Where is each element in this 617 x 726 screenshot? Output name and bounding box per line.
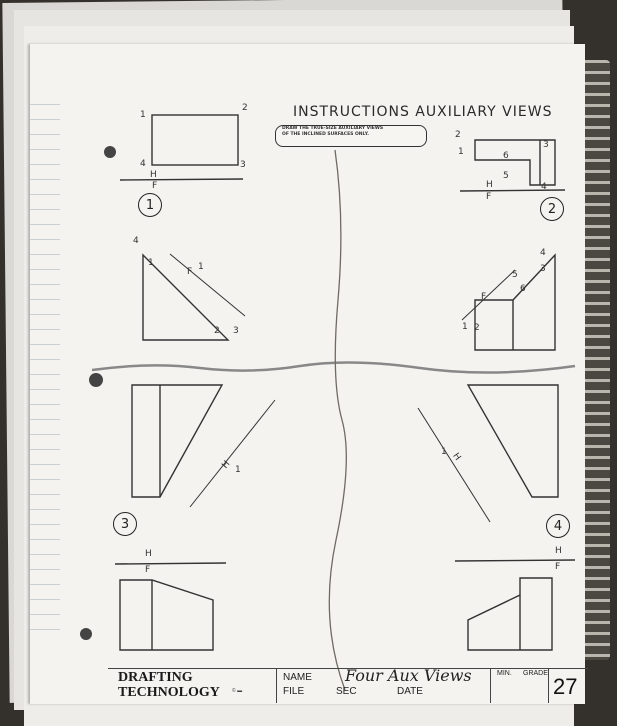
name-label: NAME (283, 672, 312, 683)
drawing-canvas (80, 114, 576, 691)
p4-label-h: H (555, 546, 562, 556)
p2-label-4: 4 (541, 182, 547, 192)
p1-label-2: 2 (242, 103, 248, 113)
p1-label-3: 3 (240, 160, 246, 170)
grade-label: GRADE (523, 670, 548, 677)
worksheet-page (30, 44, 585, 704)
p3-aux-fold-line (189, 399, 276, 508)
p2-label-5: 5 (503, 171, 509, 181)
file-label: FILE (283, 686, 305, 697)
p2-label-2: 2 (455, 130, 461, 140)
instructions-text: DRAW THE TRUE-SIZE AUXILIARY VIEWS OF TH… (282, 126, 383, 138)
sheet-number: 27 (553, 674, 578, 699)
vertical-fold-line (328, 149, 347, 691)
p4-front-view (466, 384, 559, 498)
p4-label-f: F (555, 562, 561, 572)
p2-aux-label-4: 4 (540, 248, 546, 258)
instructions-box (275, 125, 427, 147)
p2-aux-fold-line (461, 269, 516, 321)
p1-aux-label-1: 1 (148, 258, 154, 268)
problem-2-number: 2 (540, 197, 564, 221)
p1-aux-label-2: 2 (214, 326, 220, 336)
p1-top-view (151, 114, 239, 166)
p4-top-view (467, 577, 553, 651)
p3-top-view (119, 579, 214, 651)
p2-aux-label-3: 3 (540, 264, 546, 274)
title-block (108, 668, 588, 703)
sec-label: SEC (336, 686, 357, 697)
p3-aux-label-1: 1 (235, 465, 241, 475)
p1-label-4: 4 (140, 159, 146, 169)
p2-aux-label-2: 2 (474, 323, 480, 333)
p2-top-view (474, 139, 556, 186)
title-block-divider-1 (276, 669, 277, 703)
p3-label-f: F (145, 565, 151, 575)
handwritten-sheet-title: Four Aux Views (345, 666, 472, 685)
p1-front-view (142, 253, 230, 341)
p1-aux-label-4: 4 (133, 236, 139, 246)
p2-aux-label-1: 1 (462, 322, 468, 332)
p3-label-h: H (145, 549, 152, 559)
problem-1-number: 1 (138, 193, 162, 217)
instructions-line-1: DRAW THE TRUE-SIZE AUXILIARY VIEWS (282, 126, 384, 131)
problem-3-number: 3 (113, 512, 137, 536)
p1-aux-label-3: 3 (233, 326, 239, 336)
p3-hf-line (114, 562, 227, 565)
p2-aux-label-f: F (481, 292, 487, 302)
p1-aux-label-f: F (187, 267, 193, 277)
p3-front-view (131, 384, 224, 498)
brand-line-1: DRAFTING (118, 670, 193, 685)
min-label: MIN. (497, 670, 512, 677)
p2-hf-line (459, 189, 566, 192)
p2-label-1: 1 (458, 147, 464, 157)
title-block-divider-3 (548, 669, 549, 703)
p1-label-1: 1 (140, 110, 146, 120)
p2-label-6: 6 (503, 151, 509, 161)
p4-aux-fold-line (417, 407, 491, 523)
hole-punch-2 (89, 373, 103, 387)
hole-punch-3 (80, 628, 92, 640)
p2-label-3: 3 (543, 140, 549, 150)
drafting-technology-brand: DRAFTING TECHNOLOGY (118, 670, 220, 700)
brand-line-2: TECHNOLOGY (118, 685, 220, 700)
hole-punch-1 (104, 146, 116, 158)
p1-hf-line (119, 178, 244, 181)
date-label: DATE (397, 686, 423, 697)
notebook-margin-lines (30, 90, 60, 630)
problem-4-number: 4 (546, 514, 570, 538)
p2-label-f: F (486, 192, 492, 202)
p1-aux-fold-line (169, 253, 246, 317)
p2-aux-label-6: 6 (520, 284, 526, 294)
horizontal-fold-line (91, 361, 576, 374)
title-block-divider-2 (490, 669, 491, 703)
p4-hf-line (454, 559, 576, 562)
instructions-line-2: OF THE INCLINED SURFACES ONLY. (282, 132, 369, 137)
p2-label-h: H (486, 180, 493, 190)
instructions-title: INSTRUCTIONS AUXILIARY VIEWS (293, 104, 553, 120)
p1-label-h: H (150, 170, 157, 180)
p2-aux-label-5: 5 (512, 270, 518, 280)
publisher-mark-icon: © ▬ (232, 688, 243, 694)
p4-aux-label-1: 1 (441, 447, 447, 457)
p1-label-f: F (152, 181, 158, 191)
p1-aux-label-1b: 1 (198, 262, 204, 272)
